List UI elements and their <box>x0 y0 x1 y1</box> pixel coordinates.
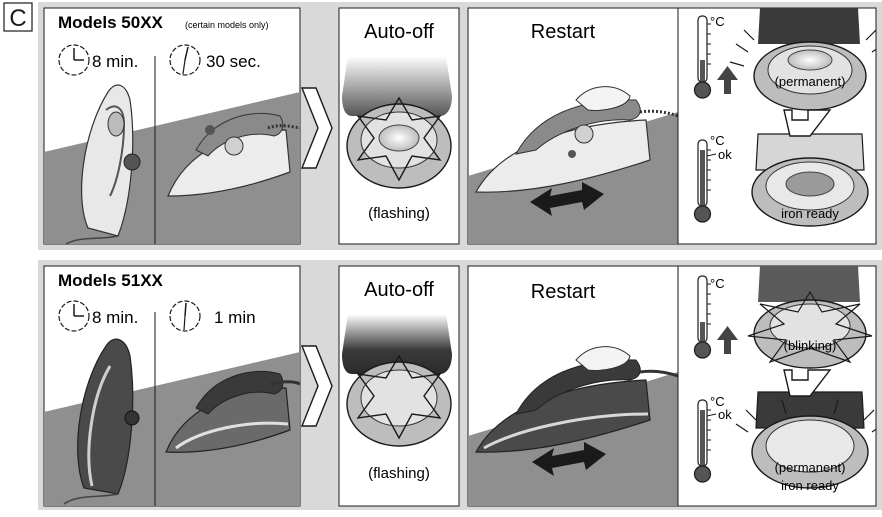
temperature-rising-arrow-icon <box>717 66 738 94</box>
sequence-arrow-icon <box>300 87 333 169</box>
temp-ok: ok <box>718 407 732 422</box>
restart-iron-illustration <box>475 346 678 453</box>
thermometer-icon <box>693 275 712 359</box>
flash-burst-icon <box>356 96 442 182</box>
autooff-title: Auto-off <box>364 279 434 301</box>
sequence-arrow-icon <box>300 345 333 427</box>
thermometer-icon <box>693 15 712 99</box>
move-left-right-arrow-icon <box>532 442 606 476</box>
clock-icon <box>169 300 201 332</box>
light-state-bottom: (permanent) <box>775 460 846 475</box>
row-1: Models 50XX (certain models only) 8 min.… <box>43 7 877 245</box>
temp-unit-top: °C <box>710 276 725 291</box>
restart-panel: Restart <box>467 7 877 245</box>
light-state-bottom-ready: iron ready <box>781 478 839 493</box>
light-state-bottom: iron ready <box>781 206 839 221</box>
clock-icon <box>58 44 90 76</box>
sequence-down-arrow-icon <box>783 369 832 397</box>
restart-title: Restart <box>531 281 596 303</box>
restart-panel: Restart <box>467 265 877 507</box>
models-title: Models 50XX <box>58 13 164 32</box>
indicator-light-ready <box>751 133 869 227</box>
clock-icon <box>169 44 201 76</box>
sequence-down-arrow-icon <box>783 109 832 137</box>
thermometer-icon <box>693 139 712 223</box>
autooff-status: (flashing) <box>368 205 430 222</box>
models-title: Models 51XX <box>58 271 164 290</box>
upright-iron-illustration <box>63 338 140 505</box>
upright-iron-illustration <box>65 84 141 244</box>
indicator-light-permanent <box>729 8 876 111</box>
row-2: Models 51XX 8 min. 1 min A <box>43 265 877 507</box>
timer-flat: 1 min <box>214 308 256 327</box>
light-state-top: (blinking) <box>784 338 837 353</box>
section-letter: C <box>9 5 26 32</box>
temp-unit-bottom: °C <box>710 133 725 148</box>
autooff-status: (flashing) <box>368 465 430 482</box>
models-note: (certain models only) <box>185 20 269 30</box>
timer-flat: 30 sec. <box>206 52 261 71</box>
temperature-rising-arrow-icon <box>717 326 738 354</box>
indicator-light-blinking <box>747 266 873 369</box>
timer-upright: 8 min. <box>92 308 138 327</box>
flat-iron-illustration <box>167 112 300 197</box>
restart-title: Restart <box>531 21 596 43</box>
clock-icon <box>58 300 90 332</box>
light-state-top: (permanent) <box>775 74 846 89</box>
autooff-panel: Auto-off (flashing) <box>338 7 460 245</box>
flat-iron-illustration <box>165 370 300 453</box>
temp-unit-bottom: °C <box>710 394 725 409</box>
autooff-title: Auto-off <box>364 21 434 43</box>
flash-burst-icon <box>356 354 442 440</box>
thermometer-icon <box>693 399 712 483</box>
timer-upright: 8 min. <box>92 52 138 71</box>
indicator-light-ready <box>735 391 876 489</box>
temp-unit-top: °C <box>710 14 725 29</box>
section-letter-box <box>3 2 33 32</box>
autooff-panel: Auto-off (flashing) <box>338 265 460 507</box>
models-panel: Models 50XX (certain models only) 8 min.… <box>43 7 301 245</box>
restart-iron-illustration <box>475 86 678 193</box>
move-left-right-arrow-icon <box>530 182 604 216</box>
temp-ok: ok <box>718 147 732 162</box>
models-panel: Models 51XX 8 min. 1 min <box>43 265 301 507</box>
